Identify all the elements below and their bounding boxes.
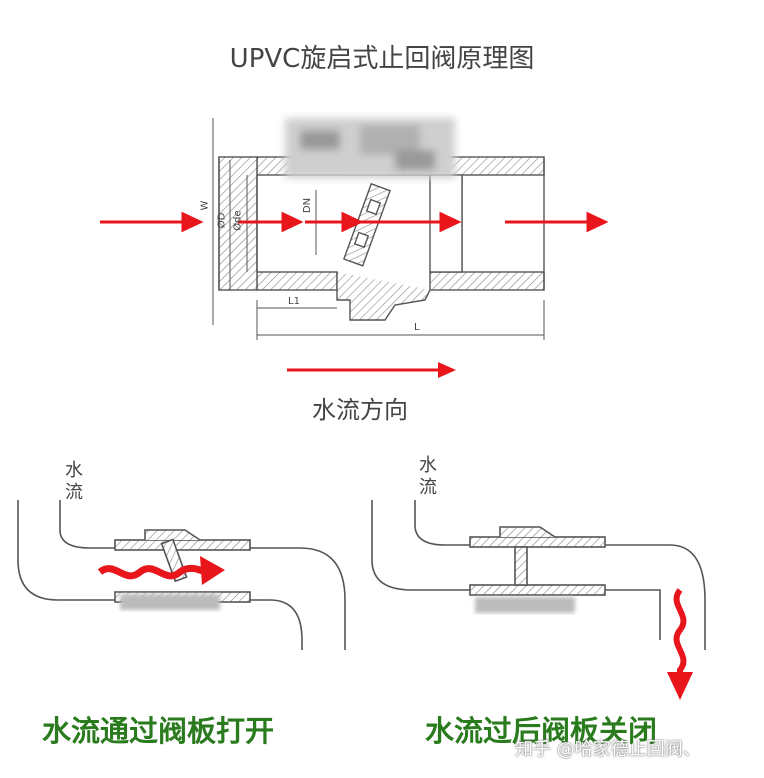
caption-closed: 水流过后阀板关闭 <box>425 714 658 748</box>
body-wall-bottom-right <box>429 271 545 291</box>
diagram-title: UPVC旋启式止回阀原理图 <box>229 44 535 74</box>
flow-arrow-closed <box>667 588 693 700</box>
pipe-closed <box>371 500 706 650</box>
dim-label-d: ØD <box>216 212 228 229</box>
dim-label-dn: DN <box>302 197 314 214</box>
valve-disc <box>342 182 391 267</box>
watermark: 知乎 @哈家德止回阀、 <box>515 739 701 760</box>
flow-direction-arrow <box>287 362 456 378</box>
body-wall-bottom-left <box>256 271 338 291</box>
dim-label-l: L <box>414 322 420 333</box>
water-label-right: 水流 <box>419 455 437 498</box>
dimension-lines <box>212 118 545 340</box>
flow-arrow-open <box>97 556 225 585</box>
hinge-housing <box>336 272 431 321</box>
blurred-logo <box>285 118 455 178</box>
dim-label-l1: L1 <box>288 296 300 307</box>
dim-label-w: W <box>199 200 211 211</box>
blurred-logo-left <box>120 594 220 610</box>
flow-arrows-top <box>100 211 609 233</box>
water-label-left: 水流 <box>65 460 83 503</box>
caption-open: 水流通过阀板打开 <box>42 714 275 748</box>
flow-direction-label: 水流方向 <box>312 396 408 424</box>
dim-label-de: Ødе <box>232 210 244 231</box>
blurred-logo-right <box>475 597 575 613</box>
